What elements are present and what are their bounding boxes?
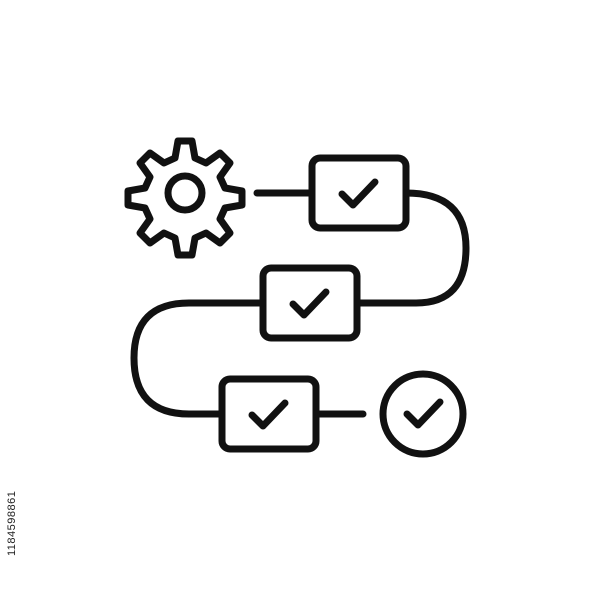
check-icon	[248, 399, 289, 430]
connector-curve	[353, 189, 470, 307]
check-icon	[289, 288, 330, 319]
workflow-step-1	[308, 154, 410, 232]
workflow-step-2	[259, 264, 361, 342]
connector-curve	[130, 299, 267, 418]
workflow-step-3	[218, 375, 320, 453]
gear-icon	[124, 137, 246, 259]
image-id-text: 1184598861	[6, 490, 18, 556]
check-circle-icon	[379, 370, 467, 458]
check-icon	[338, 178, 379, 209]
